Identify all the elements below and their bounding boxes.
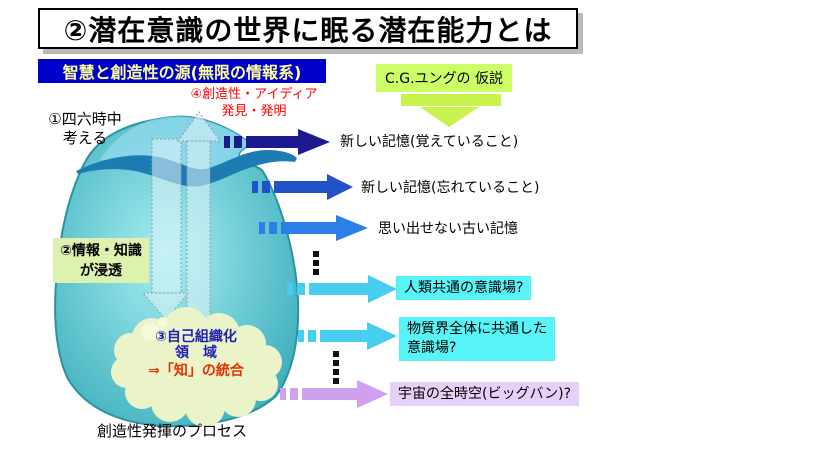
knowledge-permeation-box: ②情報・知識 が浸透 <box>53 238 149 283</box>
memory-arrow-4 <box>287 275 397 303</box>
cloud-text-line2: 領 域 <box>175 345 217 361</box>
self-organization-cloud <box>111 307 282 427</box>
waterline-shape <box>76 150 297 187</box>
slide-title-text: ②潜在意識の世界に眠る潜在能力とは <box>63 13 553 47</box>
memory-arrow-5 <box>298 322 397 350</box>
memory-label-6: 宇宙の全時空(ビッグバン)? <box>390 382 580 406</box>
cloud-text-line1: ③自己組織化 <box>155 329 237 345</box>
slide-title: ②潜在意識の世界に眠る潜在能力とは <box>38 8 578 49</box>
creativity-annotation: ④創造性・アイディア 発見・発明 <box>190 87 318 119</box>
memory-label-3: 思い出せない古い記憶 <box>378 221 518 237</box>
memory-arrow-6 <box>280 380 388 408</box>
thinking-annotation: ①四六時中 考える <box>48 110 122 147</box>
cloud-text-line3: ⇒「知」の統合 <box>148 363 244 379</box>
jung-hypothesis-label: C.G.ユングの 仮説 <box>385 71 503 87</box>
ellipsis-dots-upper <box>313 251 319 275</box>
jung-hypothesis-box: C.G.ユングの 仮説 <box>376 64 512 92</box>
memory-label-4: 人類共通の意識場? <box>396 276 532 300</box>
memory-arrow-1 <box>224 129 330 155</box>
self-organization-text: ③自己組織化 領 域 ⇒「知」の統合 <box>118 329 274 379</box>
memory-label-1: 新しい記憶(覚えていること) <box>340 134 519 150</box>
memory-label-2: 新しい記憶(忘れていること) <box>361 180 540 196</box>
wisdom-source-label: 智慧と創造性の源(無限の情報系) <box>62 63 302 82</box>
cloud-highlight-bubble <box>158 317 168 327</box>
emergence-up-arrow <box>177 111 221 332</box>
wisdom-source-banner: 智慧と創造性の源(無限の情報系) <box>38 59 326 83</box>
memory-arrow-2 <box>252 174 353 200</box>
memory-arrow-3 <box>259 215 368 241</box>
memory-label-5: 物質界全体に共通した 意識場? <box>399 317 555 361</box>
jung-down-arrow <box>401 94 501 127</box>
cloud-highlight-bubble <box>141 323 159 341</box>
process-caption: 創造性発揮のプロセス <box>97 422 248 440</box>
permeation-down-arrow <box>141 138 190 321</box>
ellipsis-dots-lower <box>333 351 339 384</box>
